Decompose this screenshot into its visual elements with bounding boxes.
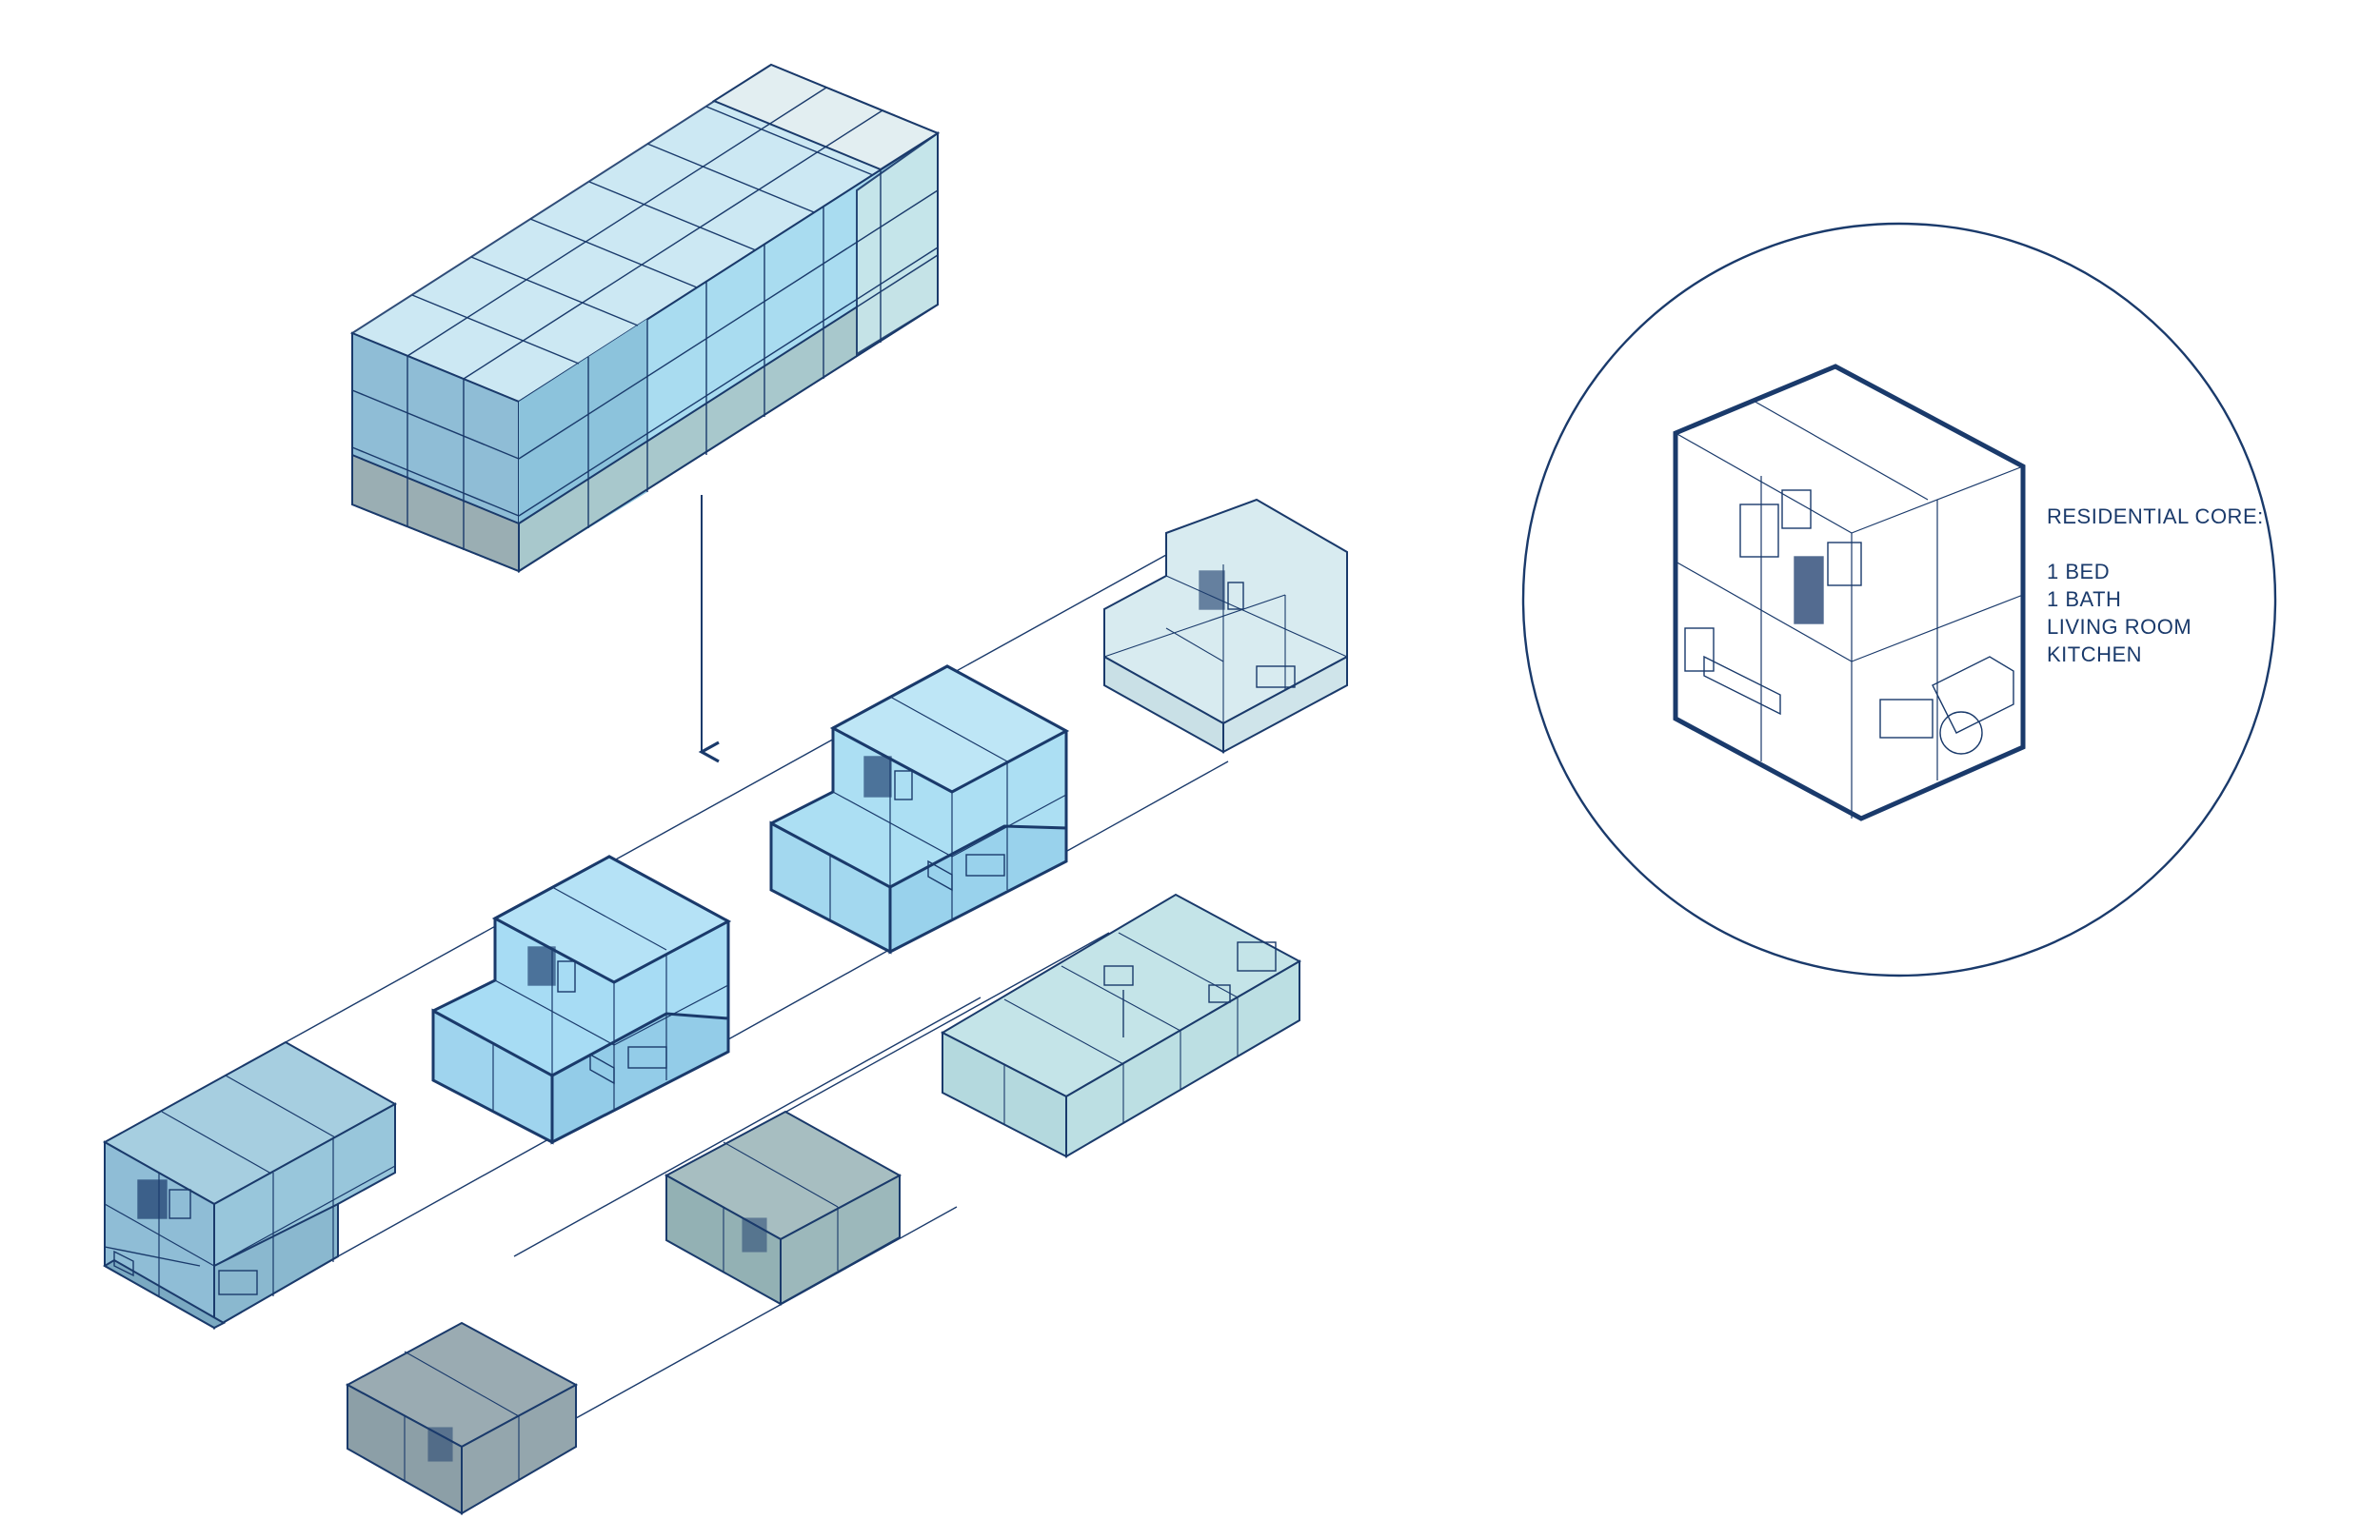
legend-title: RESIDENTIAL CORE: — [2047, 504, 2264, 528]
unit-flat-pale-furniture — [1103, 941, 1277, 1037]
unit-flat-slate — [345, 1321, 579, 1515]
unit-duplex-top-right — [1103, 498, 1348, 754]
unit-flat-grey-teal-grid — [723, 1141, 839, 1272]
unit-duplex-large-grid — [104, 1075, 396, 1296]
unit-duplex-bright-grid — [492, 886, 729, 1112]
stacked-building-block — [349, 63, 941, 573]
unit-flat-slate-grid — [404, 1351, 520, 1481]
unit-flat-pale-grid — [1003, 932, 1239, 1125]
unit-duplex-bright-furniture — [527, 946, 667, 1085]
unit-duplex-top-right-furniture — [1199, 570, 1296, 688]
legend-item-living-room: LIVING ROOM — [2047, 615, 2192, 639]
residential-core-legend: RESIDENTIAL CORE: 1 BED 1 BATH LIVING RO… — [2047, 503, 2264, 668]
unit-duplex-middle — [769, 664, 1070, 955]
stacked-block-grid — [351, 87, 939, 550]
legend-item-bath: 1 BATH — [2047, 587, 2122, 611]
unit-duplex-bright — [431, 855, 732, 1145]
unit-duplex-middle-furniture — [863, 756, 1005, 892]
unit-duplex-large-furniture — [104, 1179, 258, 1295]
unit-duplex-middle-grid — [829, 696, 1067, 921]
unit-duplex-top-right-grid — [1103, 533, 1348, 723]
legend-item-kitchen: KITCHEN — [2047, 642, 2143, 666]
unit-flat-grey-teal — [664, 1110, 902, 1306]
residential-core-detail — [1673, 364, 2026, 821]
magnifier-circle-icon — [1521, 222, 2277, 977]
unit-duplex-large — [102, 1040, 398, 1330]
legend-item-bed: 1 BED — [2047, 560, 2111, 583]
